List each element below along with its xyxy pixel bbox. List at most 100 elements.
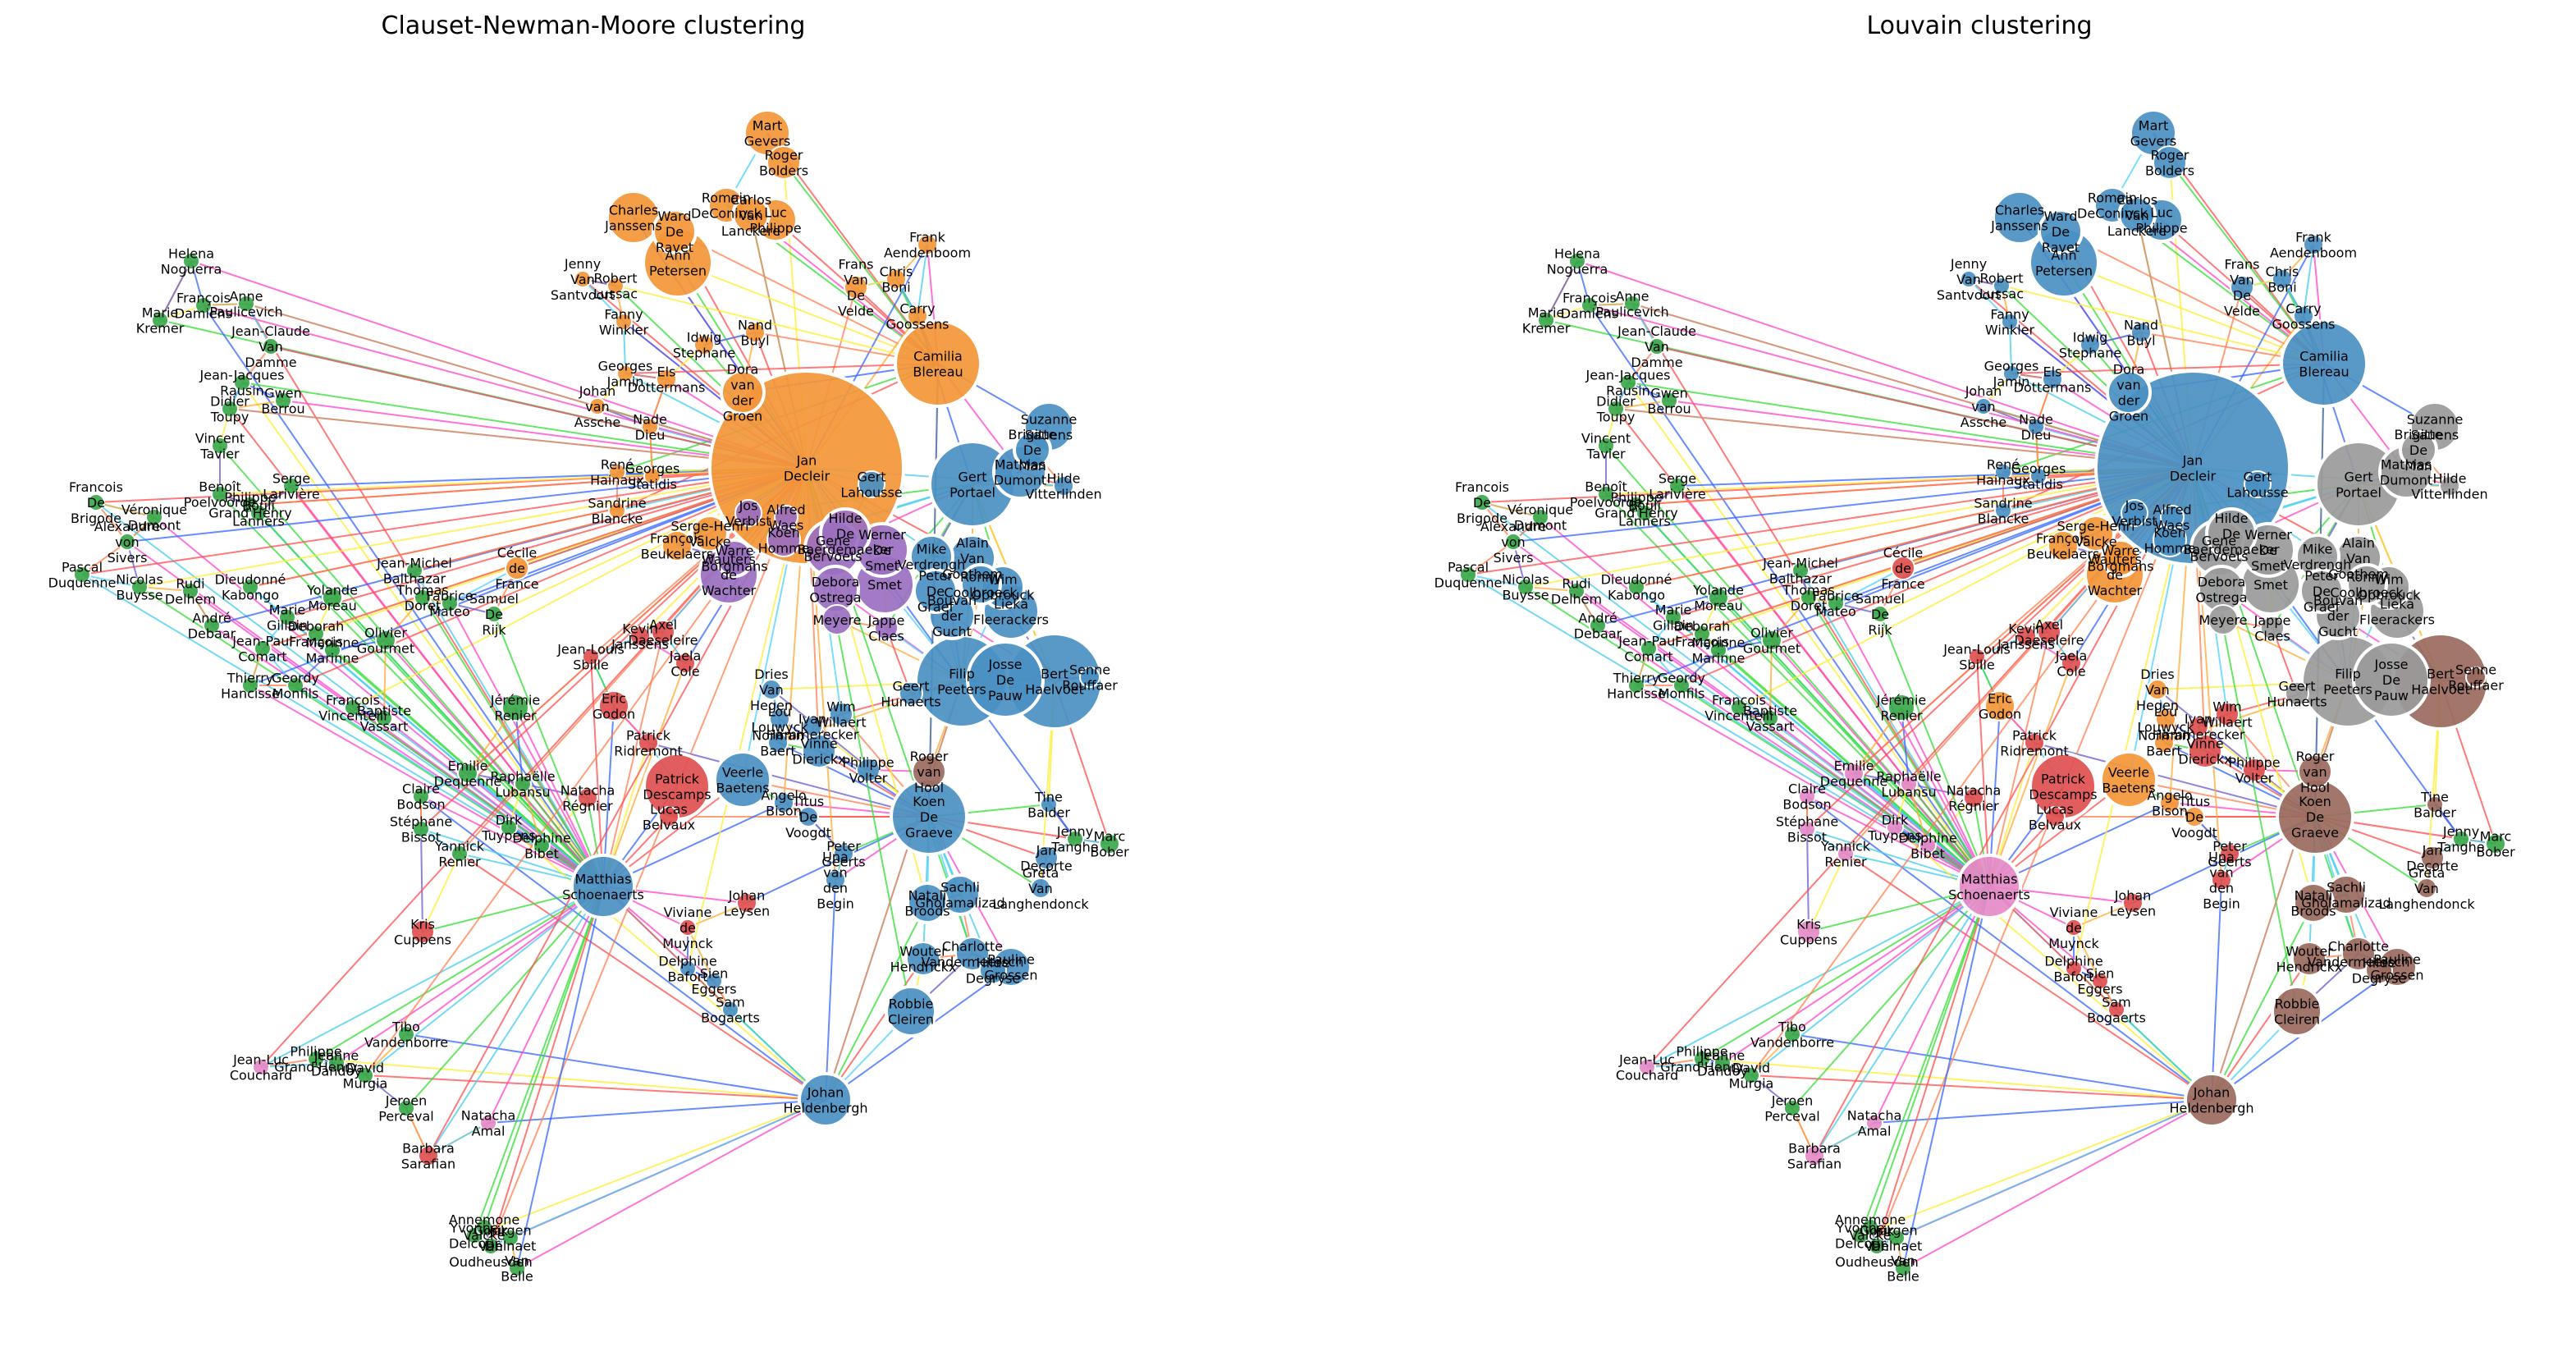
node-francois_d <box>1581 296 1599 314</box>
node-roger_b <box>2153 145 2187 180</box>
node-hilde_deg <box>979 956 1007 984</box>
node-wouter <box>2292 941 2327 976</box>
node-wim_w <box>2215 702 2240 726</box>
network-edge <box>1908 783 1929 846</box>
node-andre <box>1589 616 1607 634</box>
network-edge <box>825 902 928 1101</box>
node-rudi <box>181 582 199 600</box>
network-edge <box>241 382 604 887</box>
network-edge <box>315 886 604 1060</box>
network-edge <box>1869 886 1990 1228</box>
node-veronique <box>145 508 163 526</box>
node-kevin <box>2016 625 2037 647</box>
node-deborah <box>1693 625 1711 643</box>
network-edge <box>428 886 604 1157</box>
network-edge <box>2073 927 2101 982</box>
network-edge <box>516 1099 826 1269</box>
node-anne <box>237 295 255 313</box>
network-edge <box>1876 1099 2212 1247</box>
network-edge <box>1750 886 1990 1076</box>
node-baptiste <box>375 709 393 727</box>
node-natacha_r <box>577 787 598 809</box>
network-edge <box>516 886 604 1269</box>
node-andre <box>203 616 221 634</box>
network-edge <box>405 886 604 1109</box>
network-edge <box>1876 467 2194 1247</box>
network-edge <box>260 1062 337 1068</box>
node-philippe_v <box>2242 758 2267 782</box>
node-charlotte <box>955 937 990 971</box>
node-jenny <box>1960 270 1978 288</box>
node-sam <box>721 1001 739 1019</box>
node-pascal <box>73 566 91 584</box>
node-georges_s <box>2029 467 2048 485</box>
node-bouli <box>249 504 268 522</box>
node-francois_d <box>194 296 213 314</box>
node-brigitte <box>2399 430 2438 470</box>
node-josse <box>966 640 1045 719</box>
node-helena <box>182 252 200 270</box>
node-claire <box>412 787 430 805</box>
node-geert_h <box>2285 681 2309 706</box>
node-dora <box>2106 369 2152 415</box>
node-fanny <box>615 313 633 331</box>
network-edge <box>1860 1099 2212 1236</box>
node-emilie <box>1843 763 1865 784</box>
node-camilia <box>2280 319 2368 408</box>
node-fabrice <box>441 594 459 612</box>
node-ward <box>652 208 698 254</box>
node-jos <box>2121 499 2148 527</box>
node-greta <box>1030 877 1051 899</box>
node-cecile <box>1891 556 1915 580</box>
node-delphine_bi <box>1919 836 1937 854</box>
node-robbie <box>2271 985 2323 1038</box>
network-edge <box>1894 827 2212 1101</box>
